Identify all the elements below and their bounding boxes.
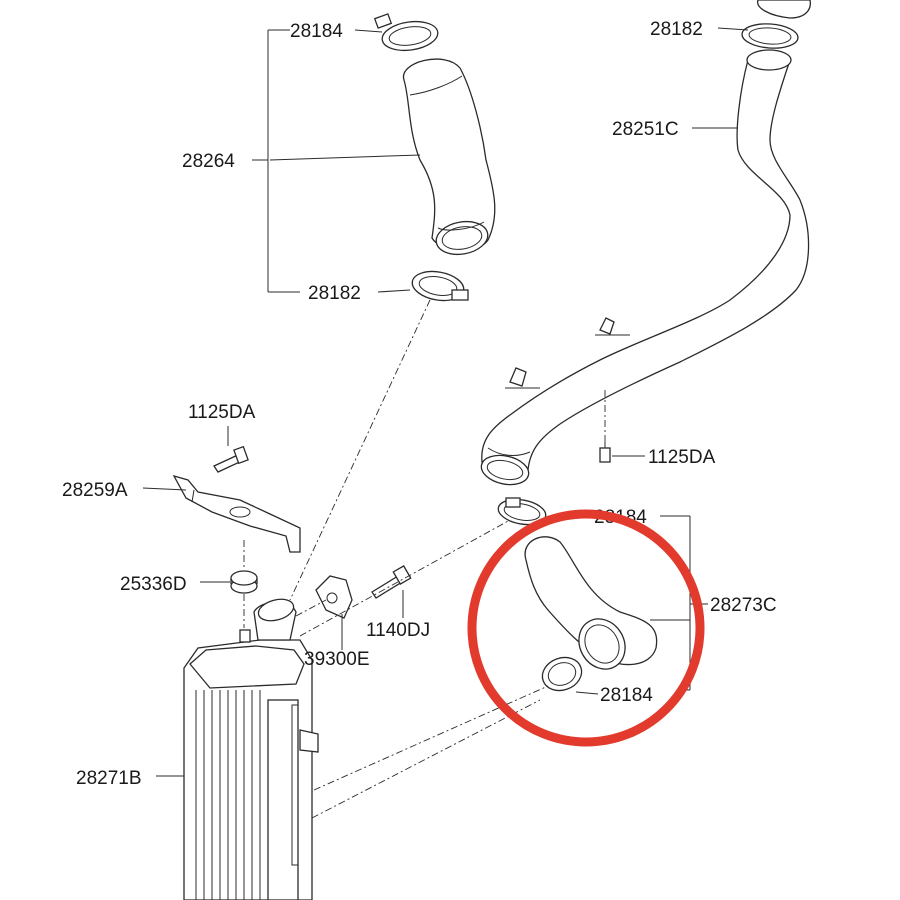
insulator-25336d[interactable] xyxy=(230,570,258,594)
label-39300e: 39300E xyxy=(304,649,370,670)
clamp-28182-top-right[interactable] xyxy=(741,22,799,50)
label-28182-mid-left: 28182 xyxy=(308,283,361,304)
label-28273c: 28273C xyxy=(710,595,777,616)
clamp-28184-top-left[interactable] xyxy=(373,13,440,54)
label-28271b: 28271B xyxy=(76,768,142,789)
label-28251c: 28251C xyxy=(612,119,679,140)
label-28184-top-left: 28184 xyxy=(290,21,343,42)
bolt-1140dj[interactable] xyxy=(371,565,412,599)
label-1140dj: 1140DJ xyxy=(366,620,430,641)
clamp-28182-mid-left[interactable] xyxy=(410,268,469,305)
leader-bracket-left xyxy=(252,29,421,293)
label-28182-top-right: 28182 xyxy=(650,19,703,40)
dash-assembly-lines xyxy=(289,299,549,819)
bracket-28259a[interactable] xyxy=(172,474,301,553)
highlight-circle xyxy=(467,509,705,747)
leader-bracket xyxy=(142,487,187,491)
label-28259a: 28259A xyxy=(62,480,128,501)
clamp-28184-upper-right[interactable] xyxy=(496,496,547,528)
intercooler-28271b[interactable] xyxy=(183,596,319,900)
hose-28273c[interactable] xyxy=(524,536,658,678)
pipe-top-stub[interactable] xyxy=(757,0,811,19)
label-1125da-right: 1125DA xyxy=(648,447,716,468)
leader-bracket-right xyxy=(575,515,708,695)
pipe-28251c[interactable] xyxy=(479,49,810,489)
label-1125da-left: 1125DA xyxy=(188,402,256,423)
bolt-1125da-left[interactable] xyxy=(213,445,249,473)
label-28264: 28264 xyxy=(182,151,235,172)
leader-right-top xyxy=(692,27,749,129)
hose-28264[interactable] xyxy=(403,58,496,258)
sensor-39300e[interactable] xyxy=(315,575,353,619)
clamp-28184-lower-right[interactable] xyxy=(538,652,587,696)
label-28184-lower-right: 28184 xyxy=(600,685,653,706)
label-25336d: 25336D xyxy=(120,574,187,595)
bolt-1125da-right[interactable] xyxy=(599,442,611,463)
